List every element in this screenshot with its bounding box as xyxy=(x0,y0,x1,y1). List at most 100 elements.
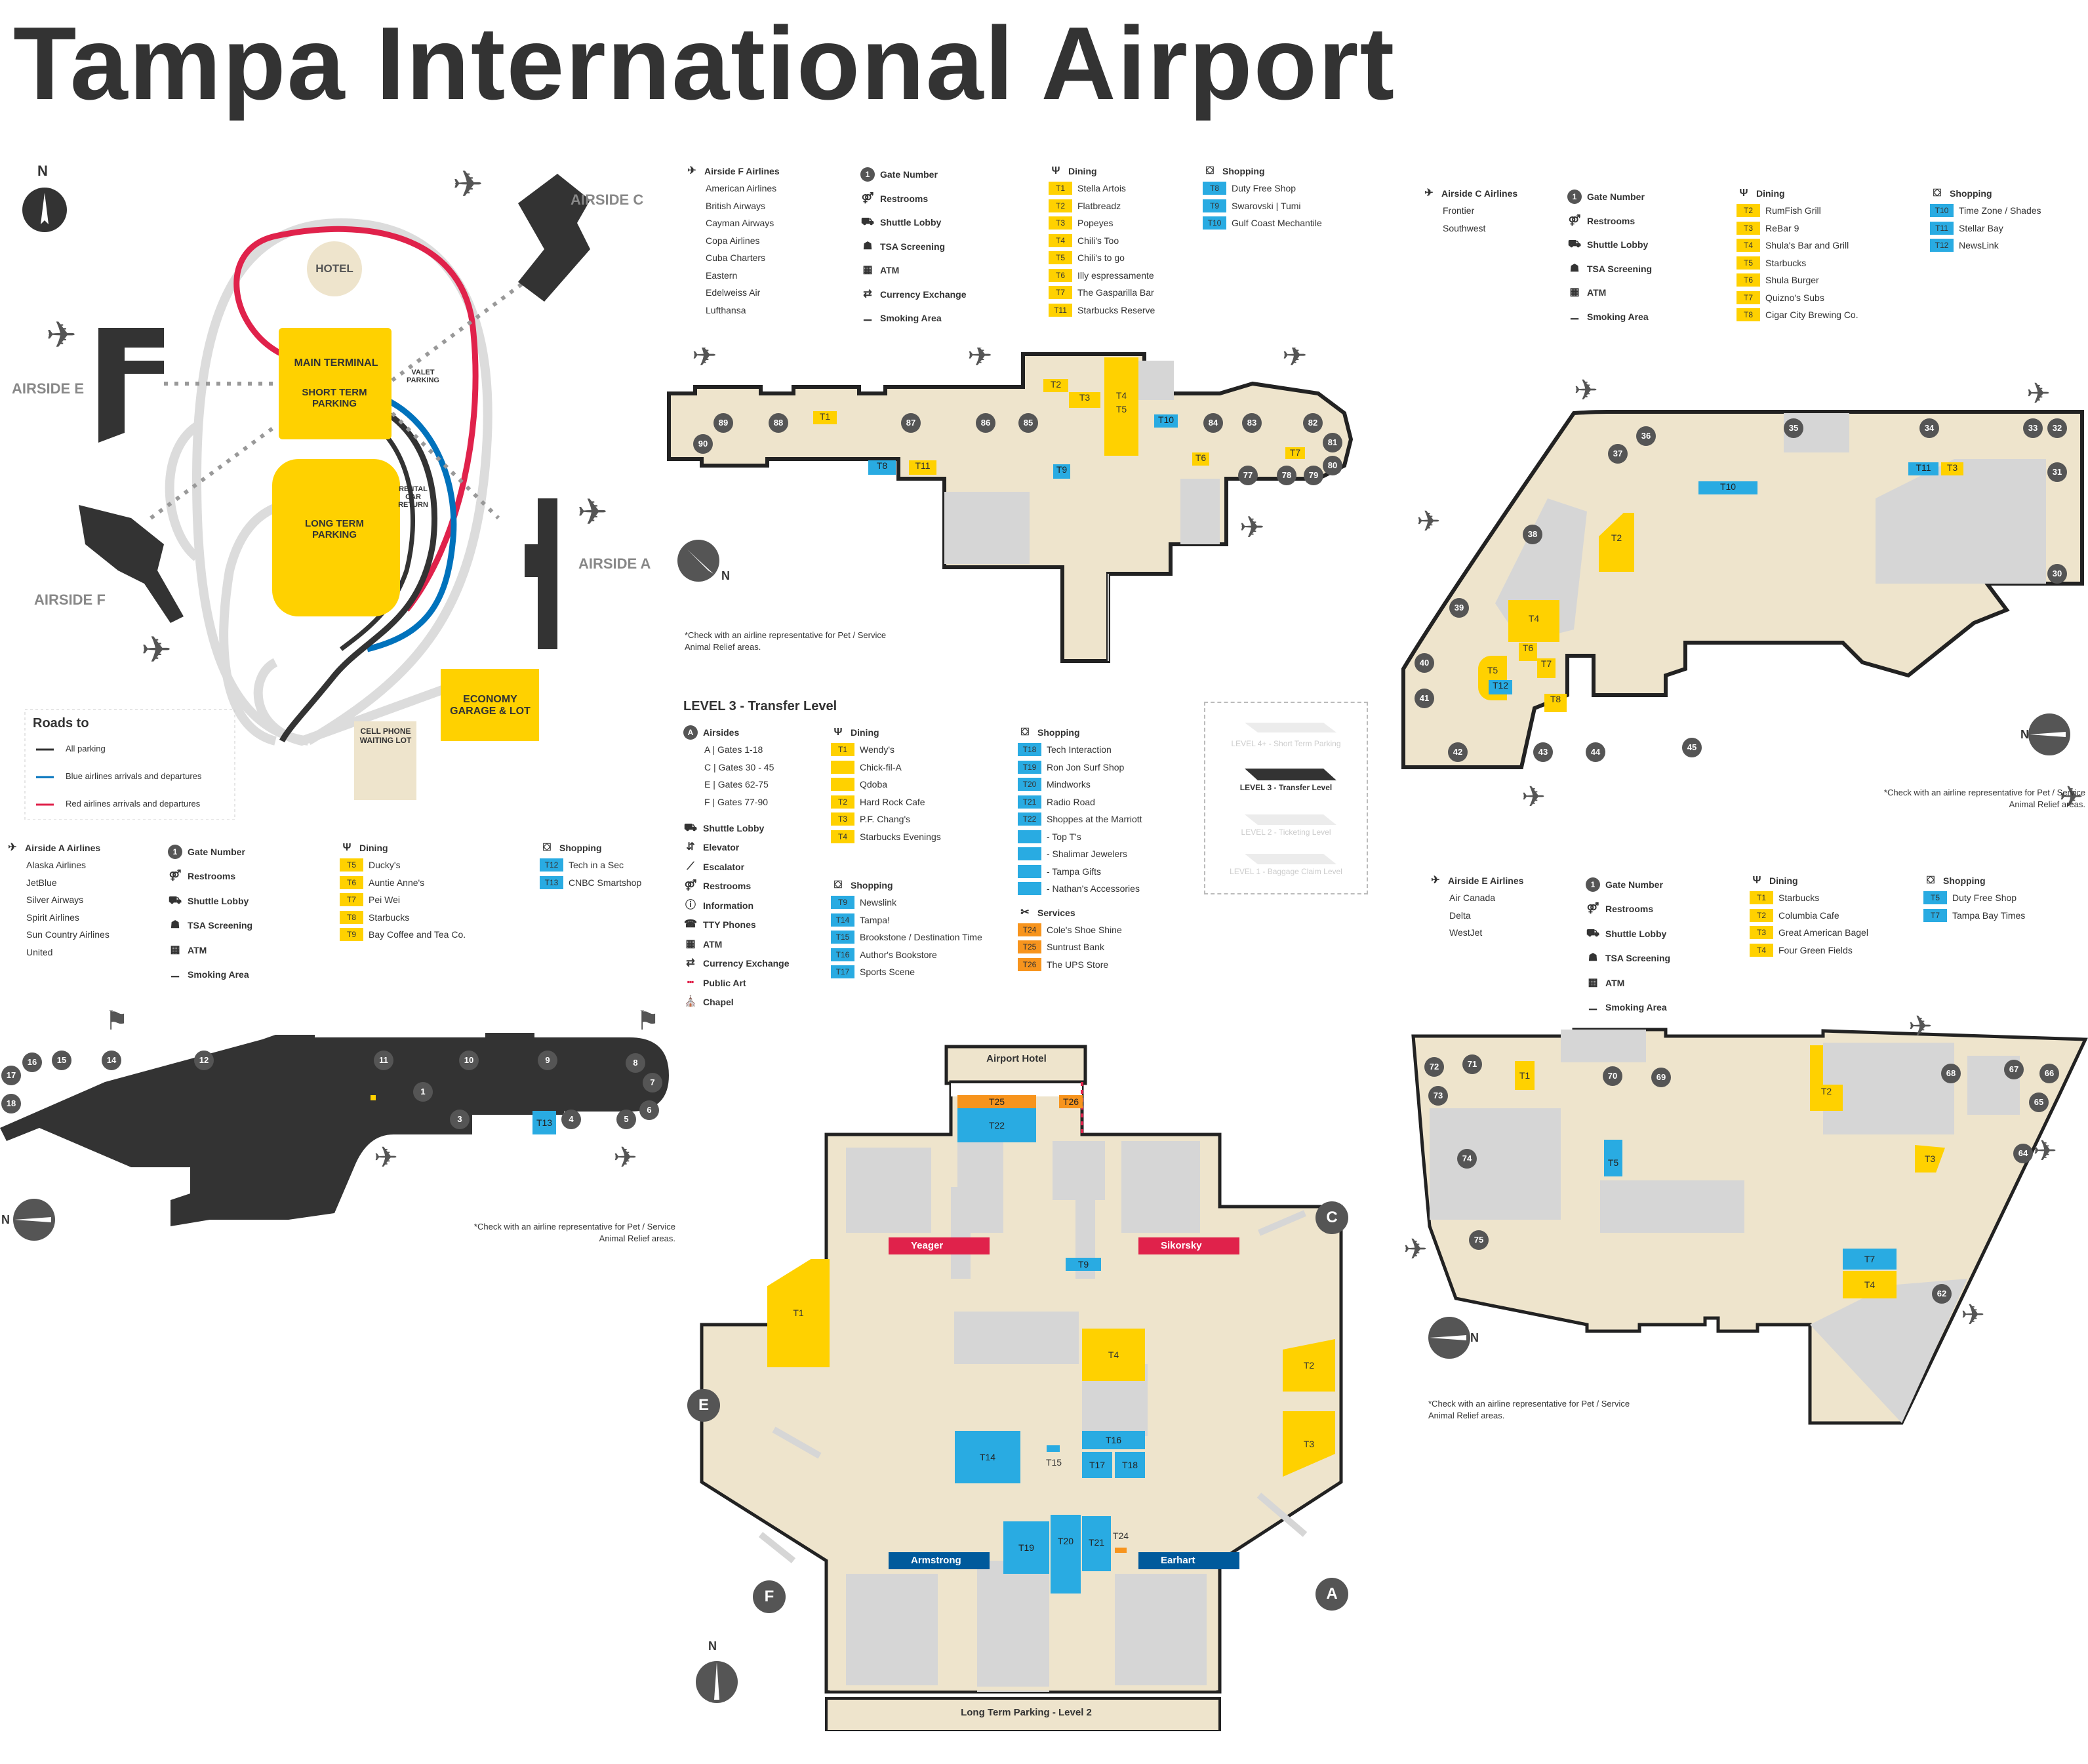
airside-e-label: AIRSIDE E xyxy=(12,380,85,397)
gate-77: 77 xyxy=(1238,466,1258,485)
airlines-title: Airside F Airlines xyxy=(704,166,780,176)
level-3-label: LEVEL 3 - Transfer Level xyxy=(1239,783,1333,792)
gate-90: 90 xyxy=(693,434,713,454)
gate-11: 11 xyxy=(374,1051,393,1070)
tag-t3: T3 xyxy=(1069,392,1100,408)
road-red: Red airlines arrivals and departures xyxy=(66,799,201,809)
tsa-icon: ☗ xyxy=(170,919,180,931)
plane-icon: ✈ xyxy=(577,491,608,534)
long-term-label: LONG TERM PARKING xyxy=(305,518,364,540)
gate-45: 45 xyxy=(1682,738,1702,757)
plane-icon: ✈ xyxy=(2026,377,2051,411)
gate-number-icon: 1 xyxy=(860,167,875,182)
airport-hotel-label: Airport Hotel xyxy=(986,1053,1047,1064)
road-all-parking: All parking xyxy=(66,744,106,753)
airside-a-label: AIRSIDE A xyxy=(578,555,651,572)
gate-number-icon: 1 xyxy=(1567,190,1582,205)
airline: Cuba Charters xyxy=(706,252,766,264)
gate-65: 65 xyxy=(2029,1092,2049,1112)
gate-35: 35 xyxy=(1784,418,1803,438)
tag-t11: T11 xyxy=(1908,462,1938,475)
atm-icon: ▦ xyxy=(862,264,873,276)
airside-c-building xyxy=(518,174,590,302)
airline: Eastern xyxy=(706,270,738,281)
public-art-icon: ┅ xyxy=(687,976,694,988)
chapel-icon: ⛪ xyxy=(684,996,697,1008)
tag-t26: T26 xyxy=(1059,1095,1083,1108)
tag-t4: T4 xyxy=(1843,1271,1897,1298)
gate-16: 16 xyxy=(22,1052,42,1072)
airside-a-building xyxy=(525,498,557,649)
dining-icon: Ψ xyxy=(1739,188,1748,199)
plane-icon: ✈ xyxy=(967,348,993,373)
plane-icon: ✈ xyxy=(1961,1298,1985,1332)
tag-t6: T6 xyxy=(1192,452,1209,466)
tag-t17: T17 xyxy=(1082,1452,1112,1478)
airside-c-bubble[interactable]: C xyxy=(1315,1201,1348,1234)
level-2-label: LEVEL 2 - Ticketing Level xyxy=(1241,828,1331,837)
tag-t2: T2 xyxy=(1043,379,1068,392)
gate-72: 72 xyxy=(1424,1057,1444,1077)
shuttle-icon: ⛟ xyxy=(860,216,875,228)
gate-43: 43 xyxy=(1533,742,1553,762)
shuttle-icon: ⛟ xyxy=(168,894,182,906)
north-label: N xyxy=(2020,728,2029,741)
short-term-label: SHORT TERM PARKING xyxy=(302,387,367,409)
plane-icon: ✈ xyxy=(1239,510,1265,545)
tram-yeager[interactable]: Yeager xyxy=(889,1237,990,1254)
tag-t7: T7 xyxy=(1285,447,1305,459)
tag-t20: T20 xyxy=(1051,1515,1081,1594)
road-blue: Blue airlines arrivals and departures xyxy=(66,771,202,781)
airside-f-bubble[interactable]: F xyxy=(753,1580,786,1613)
airside-a-map: ⚑ ⚑ ✈ ✈ xyxy=(0,1006,669,1241)
gate-89: 89 xyxy=(713,413,733,433)
airside-e-building xyxy=(98,328,164,443)
dining-icon: Ψ xyxy=(1051,165,1060,176)
shopping-icon: ⛋ xyxy=(1926,875,1935,886)
level-4-label: LEVEL 4+ - Short Term Parking xyxy=(1231,739,1341,748)
gate-70: 70 xyxy=(1603,1066,1622,1086)
tag-t24-marker xyxy=(1115,1548,1127,1553)
gate-85: 85 xyxy=(1018,413,1038,433)
tag-t5: T5 xyxy=(1604,1140,1622,1176)
tag-t9: T9 xyxy=(1066,1258,1101,1271)
plane-icon: ✈ xyxy=(1424,188,1434,199)
valet-label: VALET PARKING xyxy=(407,369,439,384)
gate-73: 73 xyxy=(1428,1086,1448,1106)
gate-32: 32 xyxy=(2047,418,2067,438)
gate-12: 12 xyxy=(194,1051,214,1070)
gate-18: 18 xyxy=(1,1094,21,1113)
dining-icon: Ψ xyxy=(1752,875,1761,886)
escalator-icon: ⟋ xyxy=(687,860,694,872)
gate-66: 66 xyxy=(2039,1064,2059,1083)
airside-e-bubble[interactable]: E xyxy=(687,1389,720,1422)
plane-icon: ✈ xyxy=(687,165,696,176)
airside-f-building xyxy=(79,505,184,623)
gate-15: 15 xyxy=(52,1051,71,1070)
tty-phone-icon: ☎ xyxy=(684,919,697,931)
gate-38: 38 xyxy=(1523,525,1542,544)
airline: Cayman Airways xyxy=(706,218,774,229)
tag-t21: T21 xyxy=(1082,1516,1111,1571)
airside-a-bubble[interactable]: A xyxy=(1315,1578,1348,1611)
plane-icon: ✈ xyxy=(1431,875,1440,886)
tram-earhart[interactable]: Earhart xyxy=(1138,1552,1239,1569)
roads-title: Roads to xyxy=(33,716,89,731)
tag-t14: T14 xyxy=(955,1431,1020,1483)
tag-t7: T7 xyxy=(1537,658,1556,678)
gate-39: 39 xyxy=(1449,598,1469,618)
tag-t22: T22 xyxy=(957,1108,1036,1142)
gate-6: 6 xyxy=(639,1100,659,1120)
level-1-label: LEVEL 1 - Baggage Claim Level xyxy=(1230,867,1342,876)
atm-icon: ▦ xyxy=(1588,976,1598,988)
tram-sikorsky[interactable]: Sikorsky xyxy=(1138,1237,1239,1254)
gate-79: 79 xyxy=(1304,466,1323,485)
north-label: N xyxy=(721,569,730,582)
airside-a-note: *Check with an airline representative fo… xyxy=(473,1222,675,1243)
gate-64: 64 xyxy=(2013,1144,2033,1163)
tag-t19: T19 xyxy=(1003,1521,1049,1574)
tag-t1: T1 xyxy=(813,411,837,424)
plane-icon: ✈ xyxy=(1521,780,1546,814)
gate-86: 86 xyxy=(976,413,995,433)
tram-armstrong[interactable]: Armstrong xyxy=(889,1552,990,1569)
